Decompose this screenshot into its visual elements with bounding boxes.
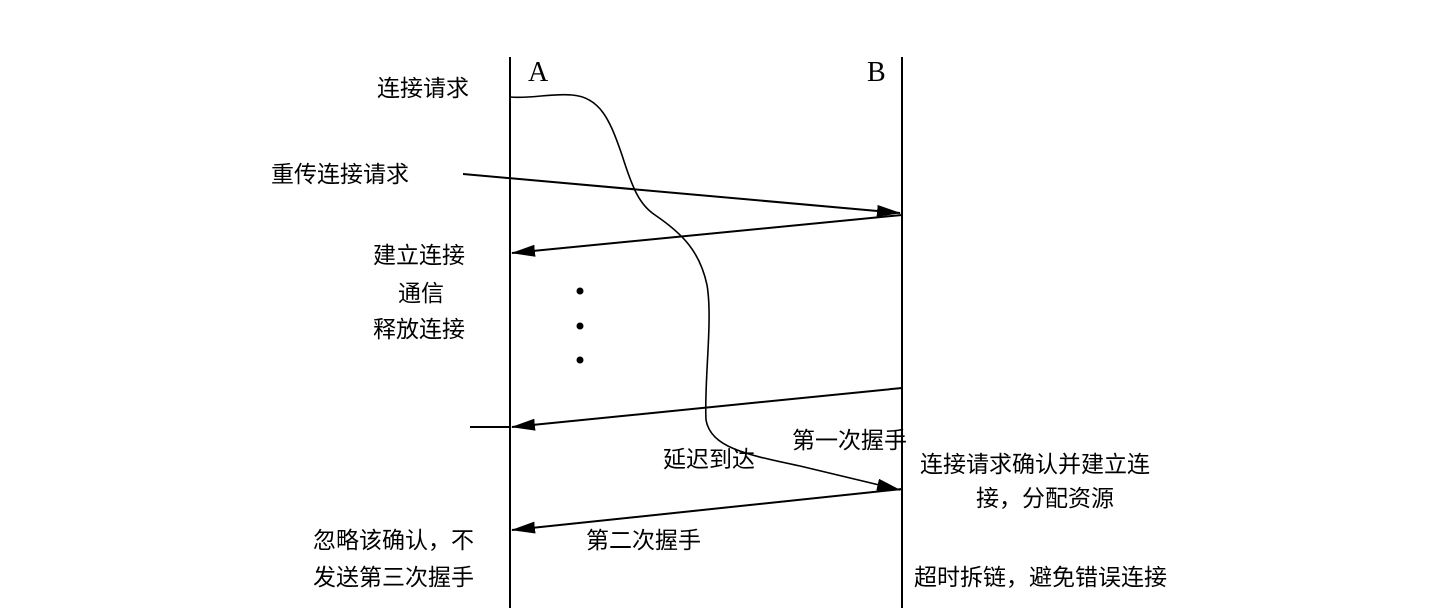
communicate-label: 通信	[398, 281, 444, 307]
confirm-label-line1: 连接请求确认并建立连	[920, 452, 1150, 478]
release-label: 释放连接	[373, 317, 465, 343]
establish-ack-arrow	[511, 214, 903, 257]
ignore-label-line1: 忽略该确认，不	[313, 528, 474, 554]
ellipsis-dot	[576, 356, 584, 364]
release-arrow	[511, 387, 903, 431]
ignore-label-line2: 发送第三次握手	[313, 565, 474, 591]
establish-label: 建立连接	[373, 243, 465, 269]
retransmit-request-label: 重传连接请求	[271, 162, 409, 188]
confirm-label-line2: 接，分配资源	[976, 486, 1114, 512]
ellipsis-dot	[576, 287, 584, 295]
second-handshake-arrow	[511, 488, 903, 534]
host-b-label: B	[867, 57, 886, 88]
delayed-arrival-label: 延迟到达	[663, 447, 755, 473]
second-handshake-label: 第二次握手	[586, 528, 701, 554]
host-a-label: A	[528, 57, 549, 88]
delayed-request-curve	[509, 93, 901, 491]
conn-request-label: 连接请求	[377, 76, 469, 102]
first-handshake-label: 第一次握手	[792, 428, 907, 454]
ellipsis-dot	[576, 322, 584, 330]
retransmit-request-arrow	[462, 173, 901, 217]
timeout-label: 超时拆链，避免错误连接	[914, 565, 1167, 591]
